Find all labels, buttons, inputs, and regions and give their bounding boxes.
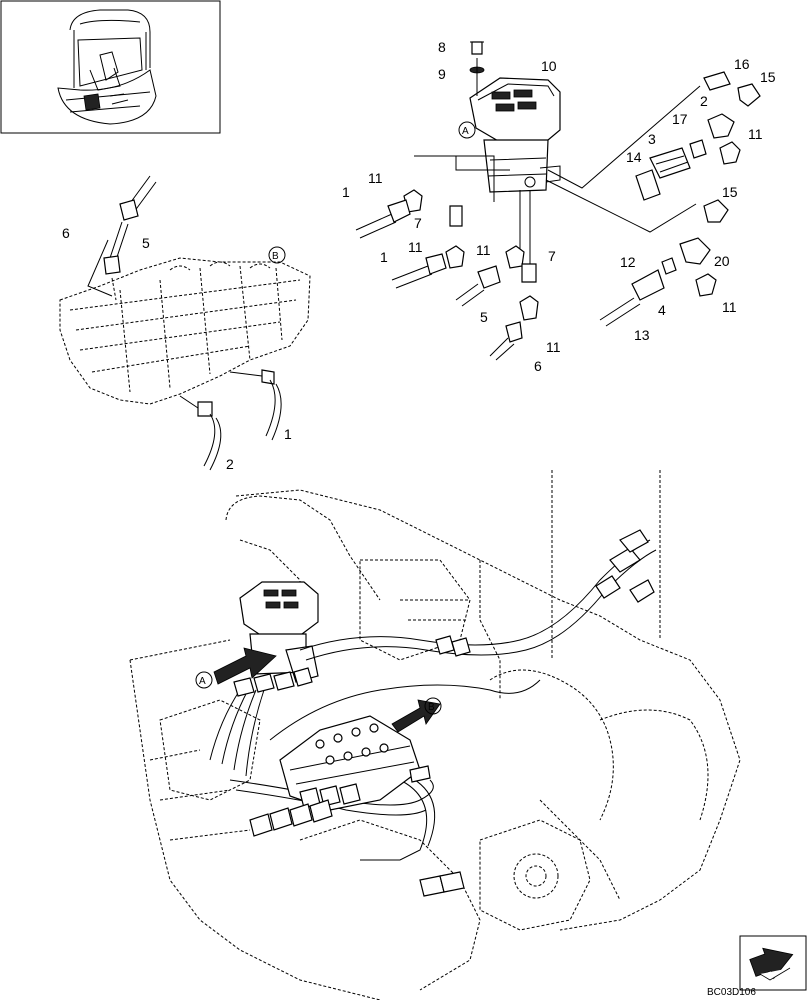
part-label: 15	[760, 69, 776, 85]
part-label: 12	[620, 254, 636, 270]
part-label: 15	[722, 184, 738, 200]
part-label: 11	[722, 299, 737, 315]
part-label: 13	[634, 327, 650, 343]
excavator-cab-icon	[0, 0, 221, 134]
machine-assembly-view	[129, 470, 741, 1000]
part-label: 9	[438, 66, 446, 82]
control-valve-detail-b	[59, 175, 311, 471]
part-label: 11	[546, 339, 561, 355]
part-label: 7	[414, 215, 422, 231]
part-label: 2	[226, 456, 234, 472]
view-direction-arrow-icon	[739, 935, 807, 991]
part-label: 20	[714, 253, 730, 269]
callout-letter: A	[199, 676, 206, 687]
part-label: 11	[748, 126, 763, 142]
part-label: 3	[648, 131, 656, 147]
part-label: 1	[380, 249, 388, 265]
callout-letter: B	[272, 251, 279, 262]
part-label: 11	[408, 239, 423, 255]
part-label: 17	[672, 111, 688, 127]
part-label: 11	[476, 242, 491, 258]
part-label-group-a: 8 9 10 16 15 2 17 11 3 14 1 11 7 11 1 11…	[342, 39, 776, 374]
figure-code: BC03D106	[707, 987, 756, 998]
part-label: 2	[700, 93, 708, 109]
part-label-group-b: 6 5 1 2	[62, 225, 292, 472]
callout-letter: A	[462, 126, 469, 137]
callout-letter: B	[428, 702, 435, 713]
pilot-valve-detail	[355, 41, 761, 361]
part-label: 5	[480, 309, 488, 325]
part-label: 7	[548, 248, 556, 264]
part-label: 6	[62, 225, 70, 241]
part-label: 8	[438, 39, 446, 55]
part-label: 11	[368, 170, 383, 186]
callout-a-assembly: A	[195, 671, 213, 689]
part-label: 14	[626, 149, 642, 165]
part-label: 16	[734, 56, 750, 72]
part-label: 5	[142, 235, 150, 251]
part-label: 1	[284, 426, 292, 442]
callout-b-assembly: B	[424, 697, 442, 715]
part-label: 10	[541, 58, 557, 74]
callout-a-detail: A	[458, 121, 476, 139]
part-label: 4	[658, 302, 666, 318]
part-label: 1	[342, 184, 350, 200]
callout-b-detail: B	[268, 246, 286, 264]
part-label: 6	[534, 358, 542, 374]
